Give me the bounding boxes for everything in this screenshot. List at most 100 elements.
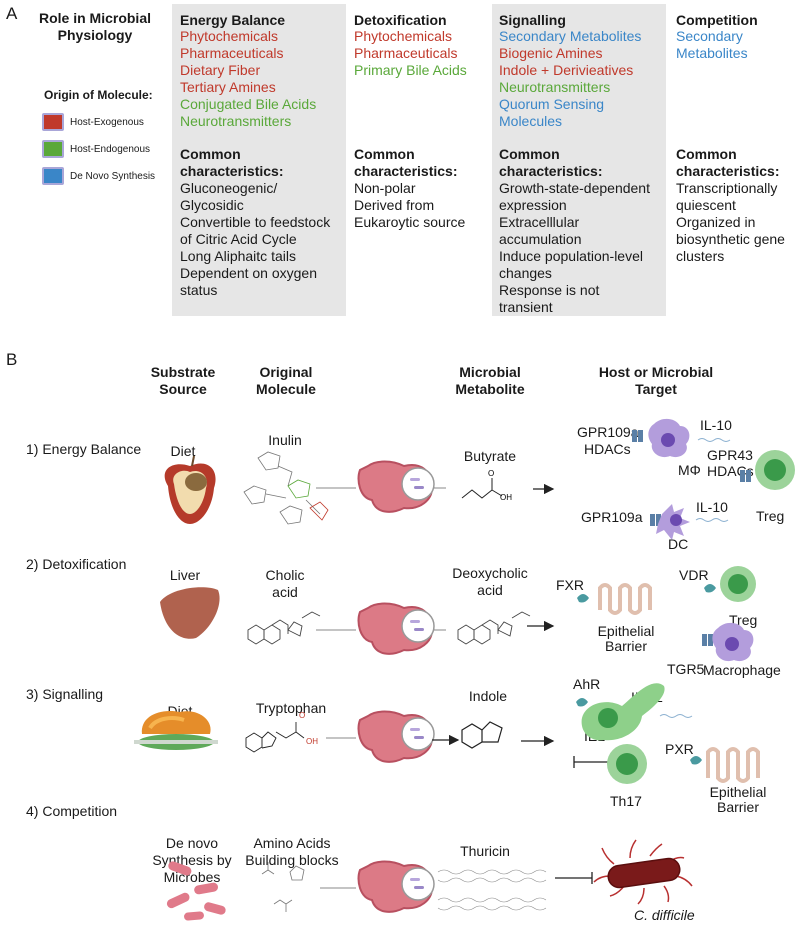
characteristic-line: clusters [676, 248, 725, 264]
characteristic-line: Eukaroytic source [354, 214, 466, 230]
target-epithelial-barrier-2: Epithelial Barrier [709, 784, 767, 815]
c-difficile-inhibition-icon [555, 872, 593, 884]
target-ahr: AhR [573, 676, 601, 692]
characteristic-line: transient [499, 299, 553, 315]
origin-header: Origin of Molecule: [44, 88, 153, 102]
molecule-class-item: Neurotransmitters [499, 79, 611, 95]
column-title: Energy Balance [180, 12, 286, 28]
target-macrophage: Macrophage [703, 662, 781, 678]
iel-cell-icon [581, 683, 665, 741]
microbes-icon [166, 861, 226, 921]
panel-a-letter: A [6, 4, 18, 23]
indole-structure-icon [461, 721, 503, 749]
characteristic-line: Transcriptionally [676, 180, 778, 196]
inulin-structure-icon [243, 451, 329, 525]
molecule-class-item: Pharmaceuticals [180, 45, 284, 61]
legend-label: De Novo Synthesis [70, 170, 156, 182]
characteristics-header: Common characteristics: [354, 146, 458, 179]
legend-item: De Novo Synthesis [42, 167, 155, 185]
molecule-class-item: Neurotransmitters [180, 113, 292, 129]
c-difficile-icon [593, 839, 693, 905]
energy-balance-box [172, 4, 346, 316]
metabolite-deoxycholic-acid: Deoxycholic acid [452, 565, 528, 598]
characteristic-line: Growth-state-dependent [499, 180, 650, 196]
gpr109a-receptor-icon-2 [650, 514, 661, 526]
characteristic-line: Non-polar [354, 180, 416, 196]
molecule-class-item: Quorum Sensing [499, 96, 605, 112]
row-label-detoxification: 2) Detoxification [26, 556, 127, 572]
characteristics-header: Common characteristics: [676, 146, 780, 179]
original-molecule-header: Original Molecule [256, 364, 316, 397]
liver-icon [160, 587, 220, 639]
molecule-class-item: Pharmaceuticals [354, 45, 458, 61]
target-il10-1: IL-10 [700, 417, 732, 433]
amino-acids-structure-icon [261, 862, 305, 912]
molecule-class-item: Secondary [676, 28, 743, 44]
molecule-class-item: Conjugated Bile Acids [180, 96, 317, 112]
butyrate-o-label: O [488, 469, 494, 478]
source-liver: Liver [169, 567, 201, 583]
characteristic-line: Induce population-level [499, 248, 643, 264]
target-tgr5: TGR5 [667, 661, 705, 677]
treg-cell-icon-1 [755, 450, 795, 490]
molecule-class-item: Phytochemicals [354, 28, 453, 44]
characteristic-line: accumulation [499, 231, 582, 247]
characteristic-line: Convertible to feedstock [180, 214, 331, 230]
ahr-receptor-icon [576, 698, 588, 707]
tryptophan-oh-label: OH [306, 737, 318, 746]
characteristic-line: quiescent [676, 197, 736, 213]
target-vdr: VDR [679, 567, 709, 583]
th17-inhibition-icon [573, 756, 610, 768]
legend-item: Host-Exogenous [42, 113, 155, 131]
characteristic-line: Extracelllular [499, 214, 580, 230]
cholic-acid-structure-icon [247, 611, 321, 645]
target-c-difficile: C. difficile [634, 907, 695, 923]
gpr109a-receptor-icon-1 [632, 430, 643, 442]
gut-microbe-icon-1 [357, 460, 435, 513]
molecule-class-item: Phytochemicals [180, 28, 279, 44]
molecule-class-item: Molecules [499, 113, 563, 129]
characteristic-line: Gluconeogenic/ [180, 180, 278, 196]
characteristic-line: Response is not [499, 282, 600, 298]
molecule-class-item: Metabolites [676, 45, 748, 61]
tryptophan-o-label: O [299, 711, 305, 720]
metabolite-indole: Indole [468, 688, 508, 704]
target-pxr: PXR [665, 741, 694, 757]
molecule-inulin: Inulin [268, 432, 302, 448]
il22-signal-icon [659, 714, 693, 718]
molecule-tryptophan: Tryptophan [255, 700, 327, 716]
characteristic-line: status [180, 282, 218, 298]
characteristic-line: Long Aliphaitc tails [180, 248, 296, 264]
role-header: Role in Microbial Physiology [38, 10, 151, 43]
characteristic-line: of Citric Acid Cycle [180, 231, 297, 247]
dendritic-cell-icon [656, 504, 690, 540]
legend-label: Host-Endogenous [70, 143, 151, 155]
metabolite-butyrate: Butyrate [463, 448, 517, 464]
row-label-signalling: 3) Signalling [26, 686, 104, 702]
butyrate-structure-icon [461, 478, 503, 499]
microbial-metabolite-header: Microbial Metabolite [455, 364, 525, 397]
legend-item: Host-Endogenous [42, 140, 155, 158]
fxr-receptor-icon [577, 594, 589, 603]
il10-signal-icon-1 [697, 438, 731, 442]
row-label-competition: 4) Competition [26, 803, 118, 819]
characteristics-header: Common characteristics: [180, 146, 284, 179]
target-il10-2: IL-10 [696, 499, 728, 515]
molecule-cholic-acid: Cholic acid [265, 567, 305, 600]
target-hdacs-1: HDACs [584, 441, 631, 457]
signalling-box [492, 4, 666, 316]
target-gpr43: GPR43 [707, 447, 753, 463]
pxr-receptor-icon [690, 756, 702, 765]
epithelial-barrier-icon-1 [598, 583, 652, 615]
molecule-class-item: Dietary Fiber [180, 62, 261, 78]
gut-microbe-icon-4 [357, 860, 435, 913]
butyrate-oh-label: OH [500, 493, 512, 502]
characteristic-line: Derived from [354, 197, 435, 213]
host-microbial-target-header: Host or Microbial Target [598, 364, 714, 397]
legend-swatch [42, 167, 64, 185]
